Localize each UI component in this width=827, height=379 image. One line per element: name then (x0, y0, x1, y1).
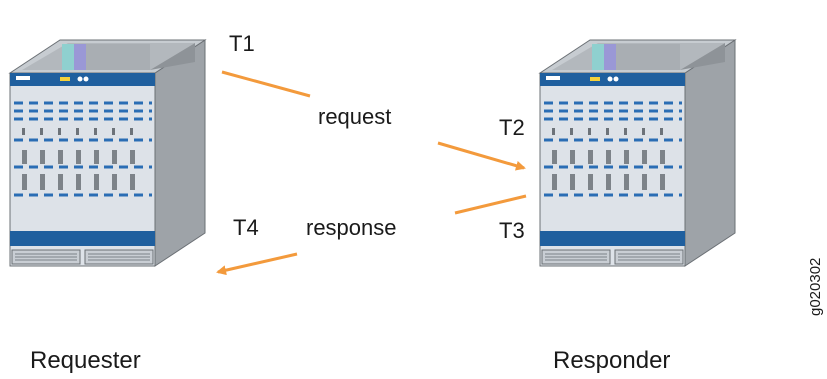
t1-label: T1 (229, 31, 255, 56)
t4-label: T4 (233, 215, 259, 240)
figure-id: g020302 (807, 258, 824, 316)
response-line (454, 194, 527, 215)
t3-label: T3 (499, 218, 525, 243)
responder-label: Responder (553, 347, 670, 374)
response-label: response (306, 215, 397, 240)
response-arrow (216, 252, 298, 276)
request-arrow (437, 141, 526, 171)
t2-label: T2 (499, 115, 525, 140)
requester-router-icon (8, 38, 207, 268)
responder-router-icon (538, 38, 737, 268)
requester-label: Requester (30, 347, 141, 374)
request-label: request (318, 104, 391, 129)
request-line (221, 70, 311, 98)
